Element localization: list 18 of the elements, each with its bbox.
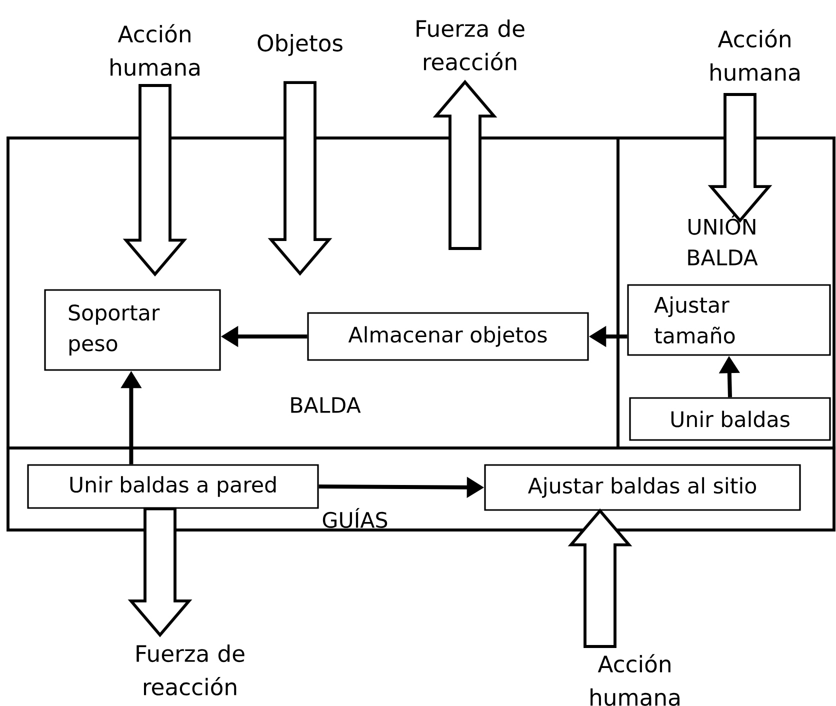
arrow-label: Objetos — [258, 34, 342, 56]
block-arrow — [568, 508, 632, 648]
function-box: Almacenar objetos — [307, 312, 589, 361]
block-arrow — [432, 80, 498, 250]
block-arrow — [128, 507, 192, 638]
block-arrow — [268, 81, 332, 276]
function-box: Ajustar tamaño — [627, 284, 831, 356]
function-box: Ajustar baldas al sitio — [484, 464, 801, 511]
function-box: Unir baldas — [629, 397, 831, 441]
function-box: Soportar peso — [44, 289, 221, 371]
block-arrow — [708, 93, 772, 223]
arrow-label: Acción humana — [710, 29, 800, 81]
function-box: Unir baldas a pared — [27, 464, 319, 509]
arrow-label: Acción humana — [590, 654, 680, 706]
arrow-label: Fuerza de reacción — [416, 20, 524, 70]
block-arrow — [122, 84, 188, 276]
arrow-label: Acción humana — [110, 24, 200, 76]
arrow-label: Fuerza de reacción — [136, 644, 244, 696]
